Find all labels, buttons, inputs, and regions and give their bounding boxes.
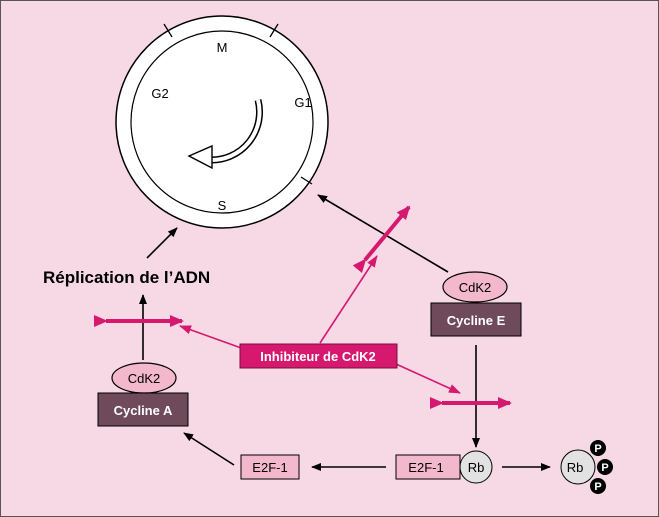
cyclin-e-box <box>430 302 522 337</box>
inhibitor-box <box>239 343 398 369</box>
phosphate-bottom <box>590 478 606 494</box>
inhibitor-to-left-arrow <box>179 325 245 350</box>
rb-p-label: Rb <box>567 460 584 475</box>
cdk2-e-label: CdK2 <box>459 280 492 295</box>
inhibitor-to-top-arrow <box>319 255 378 344</box>
rb-p-circle <box>560 449 596 485</box>
phosphate-bottom-label: P <box>594 481 601 493</box>
phase-g2-label: G2 <box>151 86 168 101</box>
replication-to-cycle-arrow <box>146 227 178 259</box>
inhibitor-label: Inhibiteur de CdK2 <box>260 349 376 364</box>
phosphate-right <box>597 459 613 475</box>
phosphate-right-label: P <box>601 462 608 474</box>
cdk2-cyclin-e-complex <box>430 271 522 337</box>
phase-s-label: S <box>218 198 227 213</box>
e2f-to-cyclin-a-arrow <box>183 432 235 466</box>
phosphate-top-label: P <box>594 443 601 455</box>
cell-cycle-ring <box>115 15 329 229</box>
cyclin-a-label: Cycline A <box>114 403 173 418</box>
cdk2-cyclin-a-complex <box>97 362 189 427</box>
phase-m-label: M <box>217 40 228 55</box>
cyclin-e-label: Cycline E <box>447 313 506 328</box>
inhibition-block-e <box>352 205 411 274</box>
inhibitor-to-right-arrow <box>395 363 461 394</box>
cdk2-a-label: CdK2 <box>128 371 161 386</box>
rb-circle <box>459 450 493 484</box>
e2f-left-box <box>240 454 300 480</box>
rb-label: Rb <box>468 460 485 475</box>
replication-label: Réplication de l’ADN <box>43 268 210 287</box>
phosphate-top <box>590 440 606 456</box>
phase-g1-label: G1 <box>294 95 311 110</box>
cdk2-e-oval <box>442 271 508 303</box>
phosphate-groups <box>590 440 613 494</box>
cyclin-a-box <box>97 392 189 427</box>
e2f-mid-label: E2F-1 <box>408 460 443 475</box>
e2f-left-label: E2F-1 <box>252 460 287 475</box>
cycle-direction-arrow <box>187 99 264 170</box>
e2f-mid-box <box>395 454 461 480</box>
